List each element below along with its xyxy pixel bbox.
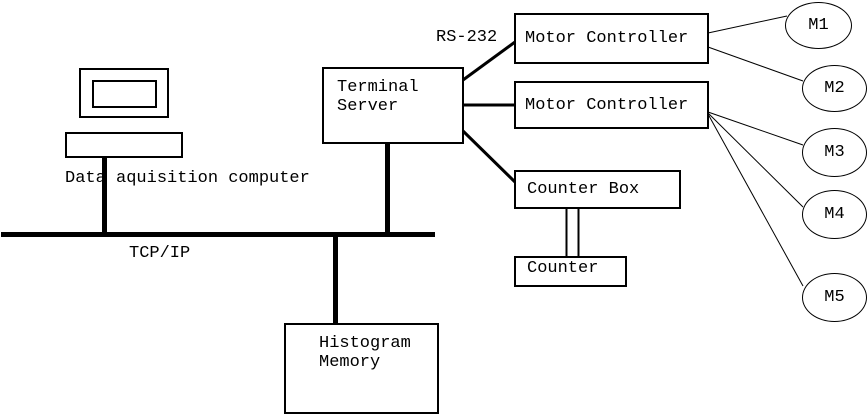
mc1-m1-link <box>707 15 788 34</box>
motor-controller-1-box: Motor Controller <box>514 13 709 64</box>
motor-controller-2-label: Motor Controller <box>525 95 689 115</box>
motor-controller-1-label: Motor Controller <box>525 29 689 48</box>
rs232-label: RS-232 <box>436 28 498 47</box>
counter-box-label: Counter Box <box>527 180 640 199</box>
motor-m1: M1 <box>785 2 852 49</box>
histogram-memory-label-line2: Memory <box>319 353 381 372</box>
motor-m5-label: M5 <box>824 288 845 307</box>
data-acquisition-label: Data aquisition computer <box>65 169 310 188</box>
mc2-m3-link <box>707 111 804 146</box>
motor-m4-label: M4 <box>824 205 845 224</box>
computer-screen-icon <box>92 80 157 108</box>
computer-keyboard-icon <box>65 132 183 158</box>
histogram-memory-box: Histogram Memory <box>284 323 439 414</box>
terminal-mc1-link <box>462 40 516 82</box>
mc1-m2-link <box>707 46 804 82</box>
mc2-m4-link <box>707 112 804 208</box>
counter-box: Counter Box <box>514 170 681 209</box>
mc2-m5-link <box>707 113 804 287</box>
motor-controller-2-box: Motor Controller <box>514 81 709 129</box>
terminal-server-label-line1: Terminal <box>337 78 419 97</box>
motor-m3-label: M3 <box>824 143 845 162</box>
terminal-server-box: Terminal Server <box>322 67 464 144</box>
motor-m4: M4 <box>802 190 867 239</box>
motor-m2: M2 <box>802 65 867 112</box>
histogram-memory-label-line1: Histogram <box>319 334 411 353</box>
motor-m5: M5 <box>802 273 867 322</box>
counter-node: Counter <box>514 256 627 287</box>
terminal-counterbox-link <box>461 129 517 184</box>
motor-m3: M3 <box>802 128 867 177</box>
counter-label: Counter <box>527 259 599 278</box>
terminal-server-label-line2: Server <box>337 97 399 116</box>
tcpip-label: TCP/IP <box>129 244 191 263</box>
motor-m2-label: M2 <box>824 79 845 98</box>
motor-m1-label: M1 <box>808 16 829 35</box>
